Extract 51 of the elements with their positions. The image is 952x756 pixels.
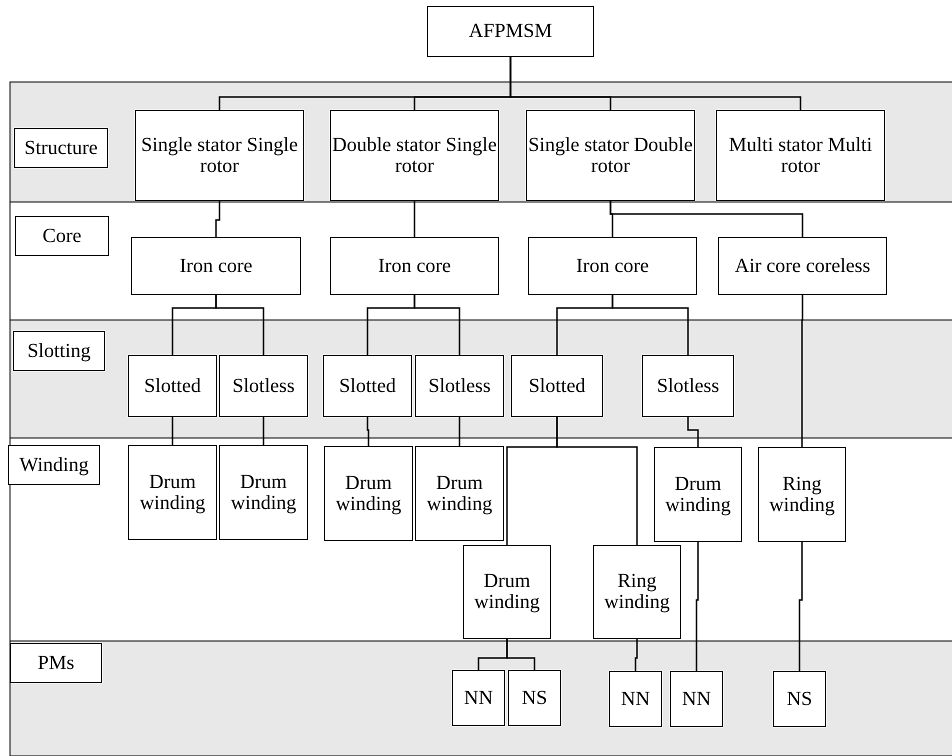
connector-line bbox=[556, 417, 638, 545]
category-box: NN bbox=[452, 670, 505, 726]
category-box: Ring winding bbox=[593, 545, 681, 639]
connector-line bbox=[215, 295, 264, 355]
connector-line bbox=[366, 417, 370, 446]
connector-line bbox=[801, 295, 804, 447]
category-box: Drum winding bbox=[463, 545, 551, 639]
connector-line bbox=[687, 417, 699, 447]
row-label: Structure bbox=[14, 128, 108, 168]
category-box: Drum winding bbox=[654, 447, 742, 542]
category-box: Slotted bbox=[128, 355, 217, 417]
row-label: PMs bbox=[10, 643, 102, 683]
row-label: Core bbox=[15, 216, 109, 256]
connector-line bbox=[458, 417, 460, 446]
category-box: Iron core bbox=[330, 237, 499, 295]
category-box: Slotless bbox=[415, 355, 504, 417]
category-box: Iron core bbox=[528, 237, 697, 295]
category-box: NS bbox=[508, 670, 561, 726]
category-box: Double stator Single rotor bbox=[330, 110, 499, 201]
category-box: Slotted bbox=[511, 355, 603, 417]
connector-line bbox=[414, 295, 460, 355]
category-box: Slotted bbox=[323, 355, 412, 417]
connector-line bbox=[798, 542, 803, 671]
category-box: Drum winding bbox=[324, 446, 413, 541]
connector-line bbox=[506, 639, 536, 670]
row-label: Slotting bbox=[13, 331, 105, 371]
connector-line bbox=[610, 201, 804, 237]
connector-line bbox=[262, 417, 264, 445]
connector-line bbox=[414, 201, 416, 237]
category-box: NN bbox=[670, 671, 723, 727]
category-box: Air core coreless bbox=[718, 237, 887, 295]
connector-line bbox=[172, 417, 174, 445]
category-box: Drum winding bbox=[219, 445, 308, 540]
category-box: Single stator Double rotor bbox=[526, 110, 695, 201]
category-box: Slotless bbox=[219, 355, 308, 417]
connector-line bbox=[612, 295, 689, 355]
connector-line bbox=[510, 57, 802, 110]
category-box: Single stator Single rotor bbox=[135, 110, 304, 201]
category-box: Ring winding bbox=[758, 447, 846, 542]
category-box: NN bbox=[609, 671, 662, 727]
category-box: Drum winding bbox=[128, 445, 217, 540]
category-box: Iron core bbox=[131, 237, 301, 295]
row-label: Winding bbox=[8, 445, 100, 485]
category-box: Drum winding bbox=[415, 446, 504, 541]
connector-line bbox=[634, 639, 638, 671]
category-box: AFPMSM bbox=[427, 6, 594, 57]
category-box: Multi stator Multi rotor bbox=[716, 110, 885, 201]
category-box: Slotless bbox=[642, 355, 734, 417]
connector-line bbox=[696, 542, 699, 671]
category-box: NS bbox=[773, 671, 826, 727]
connector-line bbox=[215, 201, 220, 237]
